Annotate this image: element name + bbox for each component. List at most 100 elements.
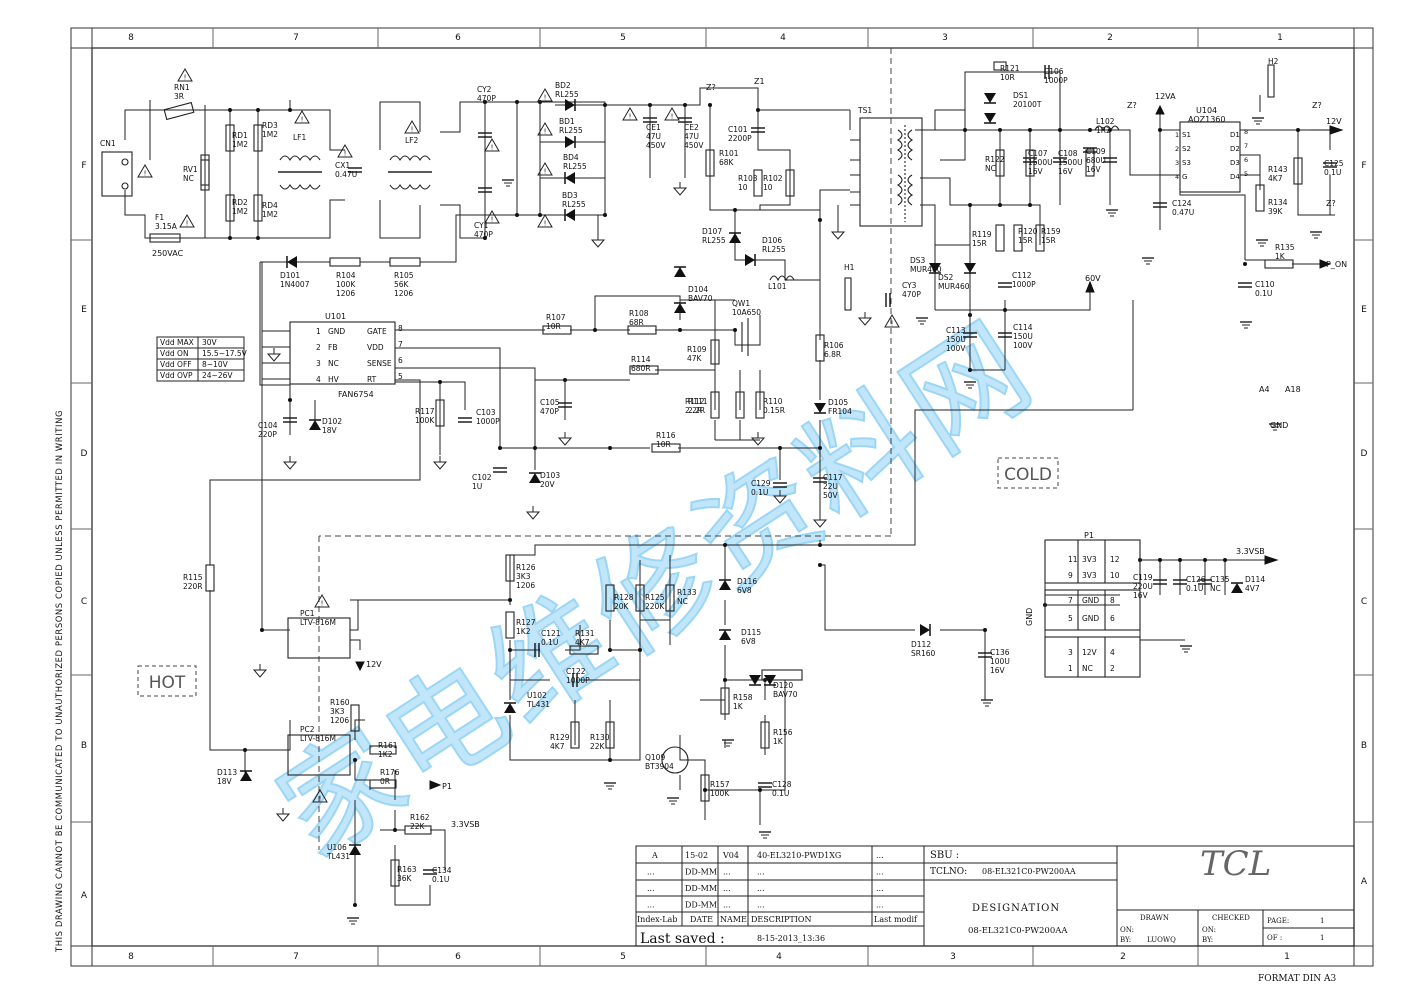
component-value: 10 bbox=[738, 183, 748, 192]
pin-number: 3 bbox=[1068, 648, 1073, 657]
component-value: 10R bbox=[546, 322, 561, 331]
component-value: 36K bbox=[397, 874, 413, 883]
pin-name: GND bbox=[1082, 596, 1099, 605]
pin-number: 5 bbox=[1068, 614, 1073, 623]
component-value: 1N4007 bbox=[280, 280, 310, 289]
component-value: 1206 bbox=[330, 716, 349, 725]
frame-letter: A bbox=[1361, 877, 1368, 887]
ref-designator: R108 bbox=[629, 309, 649, 318]
component-value: 1U bbox=[472, 482, 482, 491]
format-label: FORMAT DIN A3 bbox=[1258, 974, 1336, 984]
component-value: LTV-816M bbox=[300, 618, 336, 627]
svg-text:P1: P1 bbox=[442, 782, 452, 791]
component-value: 100V bbox=[1013, 341, 1033, 350]
svg-text:...: ... bbox=[647, 901, 655, 910]
pin-number: 2 bbox=[1110, 664, 1115, 673]
svg-text:Z?: Z? bbox=[1326, 199, 1336, 208]
pin-number: 6 bbox=[1110, 614, 1115, 623]
ref-designator: R109 bbox=[687, 345, 707, 354]
component-value: NC bbox=[677, 597, 688, 606]
pin-name: D2 bbox=[1230, 145, 1240, 153]
svg-text:V04: V04 bbox=[722, 851, 739, 860]
component-value: 16V bbox=[1058, 167, 1074, 176]
component-value: 0.47U bbox=[1172, 208, 1194, 217]
ref-designator: CE2 bbox=[684, 123, 699, 132]
component-lf2: LF2 bbox=[405, 136, 418, 145]
cold-region-label: COLD bbox=[997, 457, 1059, 489]
pin-number: 7 bbox=[398, 340, 403, 349]
component-value: 0R bbox=[380, 777, 390, 786]
ref-designator: CN1 bbox=[100, 139, 116, 148]
svg-text:12V: 12V bbox=[366, 660, 382, 669]
component-lf1: LF1 bbox=[293, 133, 306, 142]
component-value: 100K bbox=[336, 280, 356, 289]
ref-designator: QW1 bbox=[732, 299, 750, 308]
ref-designator: C110 bbox=[1255, 280, 1275, 289]
u104-ref: U104 bbox=[1196, 106, 1217, 115]
pin-name: D4 bbox=[1230, 173, 1240, 181]
pin-number: 11 bbox=[1068, 555, 1078, 564]
ref-designator: D103 bbox=[540, 471, 560, 480]
frame-number: 8 bbox=[128, 952, 134, 962]
component-value: 1500U bbox=[1058, 158, 1083, 167]
ref-designator: D112 bbox=[911, 640, 931, 649]
frame-letter: D bbox=[1361, 449, 1368, 459]
ref-designator: C108 bbox=[1058, 149, 1078, 158]
svg-text:DESCRIPTION: DESCRIPTION bbox=[751, 915, 811, 924]
svg-text:A: A bbox=[651, 851, 658, 860]
component-l101: L101 bbox=[768, 282, 787, 291]
revision-row: ...DD-MM......... bbox=[647, 884, 884, 893]
revision-row: ...DD-MM......... bbox=[647, 868, 884, 877]
pin-name: D3 bbox=[1230, 159, 1240, 167]
svg-text:...: ... bbox=[757, 868, 765, 877]
ref-designator: R127 bbox=[516, 618, 536, 627]
ref-designator: D113 bbox=[217, 768, 237, 777]
svg-text:BY:: BY: bbox=[1120, 936, 1131, 944]
pin-number: 6 bbox=[1244, 156, 1248, 164]
svg-text:DATE: DATE bbox=[690, 915, 713, 924]
component-value: 18V bbox=[217, 777, 233, 786]
component-value: 1K2 bbox=[378, 750, 393, 759]
pin-name: S3 bbox=[1182, 159, 1191, 167]
vdd-value: 30V bbox=[202, 338, 218, 347]
frame-number: 4 bbox=[776, 952, 782, 962]
component-value: 6V8 bbox=[741, 637, 756, 646]
component-value: 20V bbox=[540, 480, 556, 489]
svg-text:SBU :: SBU : bbox=[930, 850, 959, 861]
pin-number: 6 bbox=[398, 356, 403, 365]
pin-name: 12V bbox=[1082, 648, 1098, 657]
component-value: 22U bbox=[823, 482, 838, 491]
ref-designator: R126 bbox=[516, 563, 536, 572]
pin-number: 5 bbox=[1244, 170, 1248, 178]
ref-designator: BD2 bbox=[555, 81, 571, 90]
pin-name: NC bbox=[328, 359, 339, 368]
component-value: FR104 bbox=[828, 407, 852, 416]
frame-number: 6 bbox=[455, 952, 461, 962]
component-value: 450V bbox=[684, 141, 704, 150]
ref-designator: C125 bbox=[1324, 159, 1344, 168]
ref-designator: RD3 bbox=[262, 121, 278, 130]
tcl-logo: TCL bbox=[1200, 844, 1271, 884]
ref-designator: R162 bbox=[410, 813, 430, 822]
